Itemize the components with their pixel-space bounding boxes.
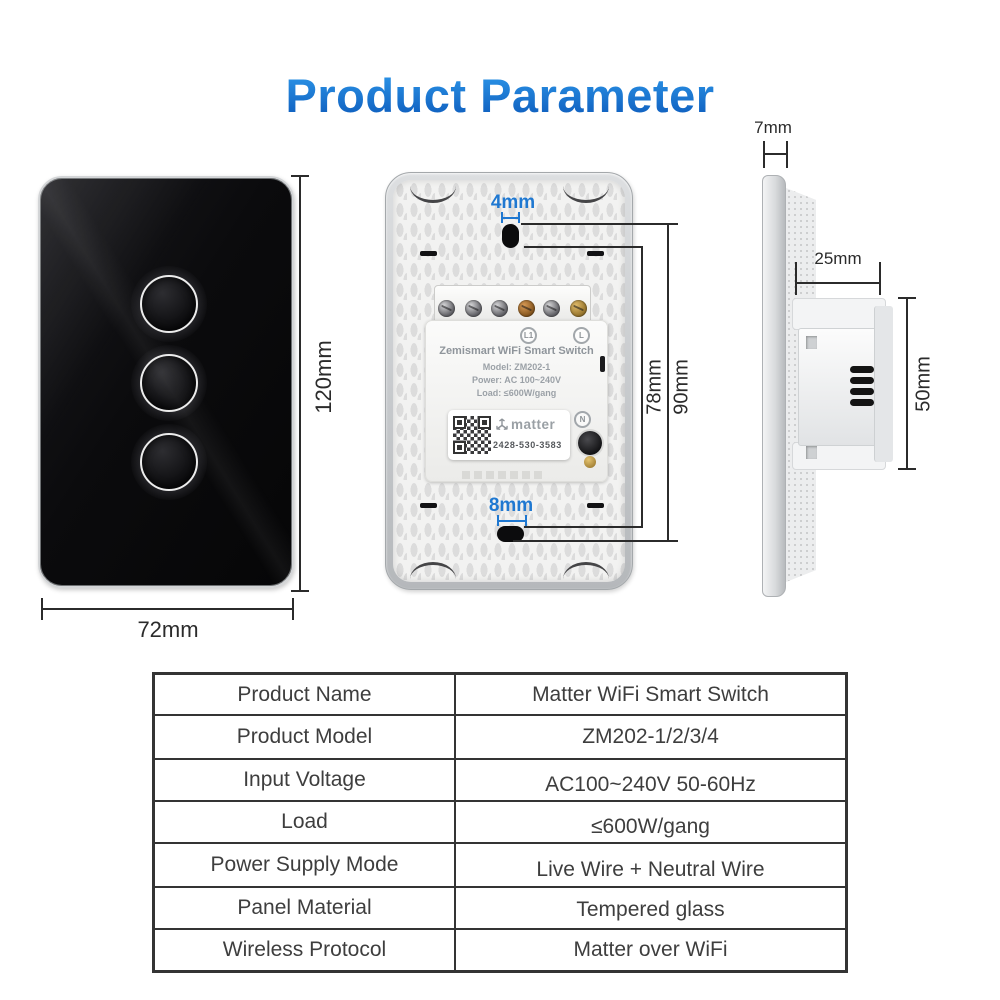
- dim-extension-bottom-inner: [524, 526, 642, 528]
- inner-height-dimension-line: [641, 246, 643, 528]
- device-model-text: Model: ZM202-1: [482, 362, 551, 372]
- spec-value: AC100~240V 50-60Hz: [454, 758, 845, 800]
- corner-arc-top-right: [563, 186, 609, 203]
- width-dimension-line: [42, 608, 294, 610]
- terminal-screw-icon: [465, 300, 482, 317]
- matter-logo-text: matter: [511, 417, 556, 432]
- device-load-text: Load: ≤600W/gang: [476, 388, 557, 398]
- matter-pairing-code: 2428-530-3583: [493, 440, 562, 450]
- spec-label: Panel Material: [155, 886, 454, 928]
- front-panel-photo: [38, 176, 294, 588]
- matter-label-sticker: matter 2428-530-3583: [448, 410, 570, 460]
- depth-dimension-line: [795, 282, 881, 284]
- top-hole-dimension-label: 4mm: [490, 192, 536, 213]
- matter-logo-icon: [496, 418, 508, 430]
- spec-value: Matter WiFi Smart Switch: [454, 675, 845, 714]
- vent-slot-icon: [850, 388, 874, 395]
- qr-finder-icon: [453, 441, 466, 454]
- terminal-label-l: L: [573, 327, 590, 344]
- outer-height-dimension-label: 90mm: [670, 359, 693, 415]
- vent-slot-icon: [850, 399, 874, 406]
- thickness-bracket: [763, 141, 788, 168]
- height-dimension-cap-top: [291, 175, 309, 177]
- touch-button-2: [131, 345, 207, 421]
- module-height-cap-bottom: [898, 468, 916, 470]
- page-title: Product Parameter: [285, 69, 715, 122]
- mount-slot-left-bottom: [420, 503, 437, 508]
- width-dimension-label: 72mm: [137, 617, 199, 642]
- corner-arc-top-left: [410, 186, 456, 203]
- terminal-label-l1: L1: [520, 327, 537, 344]
- module-height-dimension-label: 50mm: [912, 356, 935, 412]
- module-square-hole-bottom: [806, 446, 817, 459]
- touch-button-3: [131, 424, 207, 500]
- bottom-screw-hole: [497, 526, 524, 542]
- mount-slot-right-bottom: [587, 503, 604, 508]
- module-vent-strip: [462, 471, 546, 479]
- corner-arc-bottom-left: [410, 562, 456, 579]
- height-dimension-label: 120mm: [311, 340, 336, 414]
- qr-code: [453, 416, 491, 454]
- module-height-dimension-line: [906, 298, 908, 470]
- spec-value: Matter over WiFi: [454, 928, 845, 970]
- touch-button-1: [131, 266, 207, 342]
- spec-value: ZM202-1/2/3/4: [454, 714, 845, 758]
- module-clip-slot: [600, 356, 605, 372]
- side-panel-photo: [762, 175, 786, 597]
- spec-label: Product Model: [155, 714, 454, 758]
- terminal-screw-icon: [518, 300, 535, 317]
- module-square-hole-top: [806, 336, 817, 349]
- outer-height-dimension-line: [667, 223, 669, 542]
- top-screw-hole: [502, 224, 519, 248]
- spec-label: Product Name: [237, 682, 372, 706]
- depth-dimension-cap-left: [795, 262, 797, 295]
- terminal-screw-icon: [491, 300, 508, 317]
- mount-slot-left-top: [420, 251, 437, 256]
- device-power-text: Power: AC 100~240V: [472, 375, 561, 385]
- bottom-hole-bracket: [497, 515, 527, 526]
- spec-table: Product Name Matter WiFi Smart Switch Pr…: [152, 672, 848, 973]
- spec-label: Input Voltage: [155, 758, 454, 800]
- dim-extension-top-inner: [524, 246, 642, 248]
- corner-arc-bottom-right: [563, 562, 609, 579]
- thickness-dimension-label: 7mm: [754, 118, 792, 137]
- height-dimension-cap-bottom: [291, 590, 309, 592]
- depth-dimension-label: 25mm: [814, 249, 862, 268]
- terminal-label-n: N: [574, 411, 591, 428]
- depth-dimension-cap-right: [879, 262, 881, 295]
- spec-label: Power Supply Mode: [155, 842, 454, 886]
- bottom-hole-dimension-label: 8mm: [488, 495, 534, 516]
- device-brand-text: Zemismart WiFi Smart Switch: [439, 345, 594, 357]
- spec-label: Load: [155, 800, 454, 842]
- vent-slot-icon: [850, 366, 874, 373]
- vent-slot-icon: [850, 377, 874, 384]
- spec-value: Tempered glass: [454, 886, 845, 928]
- header: Product Parameter: [0, 68, 1000, 123]
- dim-extension-top-outer: [521, 223, 678, 225]
- mount-slot-right-top: [587, 251, 604, 256]
- inner-height-dimension-label: 78mm: [643, 359, 666, 415]
- terminal-screw-icon: [570, 300, 587, 317]
- side-module-cap: [874, 306, 893, 462]
- height-dimension-line: [299, 176, 301, 592]
- spec-value: Live Wire + Neutral Wire: [454, 842, 845, 886]
- brass-screw-icon: [584, 456, 596, 468]
- module-height-cap-top: [898, 297, 916, 299]
- width-dimension-cap-left: [41, 598, 43, 620]
- terminal-screw-icon: [438, 300, 455, 317]
- dim-extension-bottom-outer: [513, 540, 678, 542]
- width-dimension-cap-right: [292, 598, 294, 620]
- neutral-terminal-port: [578, 431, 602, 455]
- spec-label: Wireless Protocol: [155, 928, 454, 970]
- top-hole-bracket: [501, 212, 520, 223]
- module-ear-top: [792, 298, 886, 330]
- terminal-screw-icon: [543, 300, 560, 317]
- spec-value: ≤600W/gang: [454, 800, 845, 842]
